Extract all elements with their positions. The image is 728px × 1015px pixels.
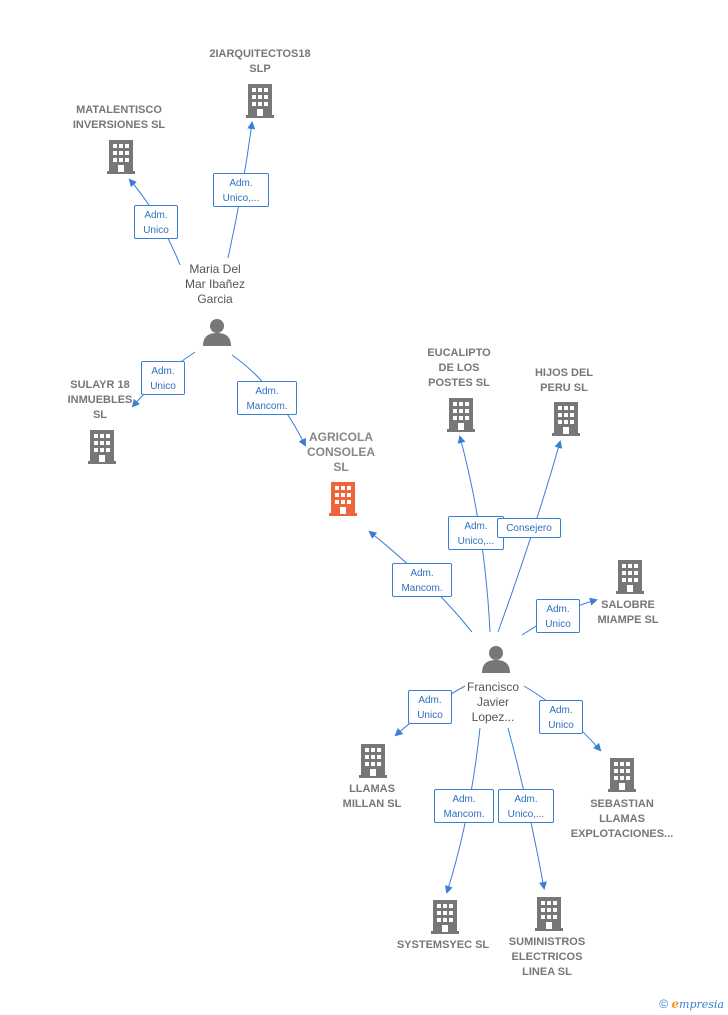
relation-badge[interactable]: Adm. Unico: [134, 205, 178, 239]
relation-badge[interactable]: Adm. Unico: [539, 700, 583, 734]
building-icon[interactable]: [616, 560, 644, 594]
company-label-systemsyec[interactable]: SYSTEMSYEC SL: [396, 939, 490, 951]
relation-badge[interactable]: Adm. Mancom.: [237, 381, 297, 415]
relation-badge[interactable]: Adm. Unico: [141, 361, 185, 395]
relation-badge[interactable]: Consejero: [497, 518, 561, 538]
relation-badge[interactable]: Adm. Unico,...: [213, 173, 269, 207]
building-icon[interactable]: [246, 84, 274, 118]
building-icon[interactable]: [608, 758, 636, 792]
brand-initial: e: [671, 997, 680, 1011]
relation-badge[interactable]: Adm. Unico: [408, 690, 452, 724]
company-label-llamas[interactable]: LLAMAS MILLAN SL: [342, 783, 402, 810]
building-icon[interactable]: [447, 398, 475, 432]
person-label-francisco[interactable]: Francisco Javier Lopez...: [466, 680, 519, 724]
building-icon[interactable]: [88, 430, 116, 464]
building-icon[interactable]: [535, 897, 563, 931]
brand-name: mpresia: [679, 998, 724, 1011]
building-icon[interactable]: [431, 900, 459, 934]
person-label-maria[interactable]: Maria Del Mar Ibañez Garcia: [184, 262, 246, 306]
relation-badge[interactable]: Adm. Mancom.: [392, 563, 452, 597]
building-icon[interactable]: [359, 744, 387, 778]
building-icon[interactable]: [552, 402, 580, 436]
relation-badge[interactable]: Adm. Unico,...: [498, 789, 554, 823]
relation-badge[interactable]: Adm. Unico: [536, 599, 580, 633]
footer-brand: © empresia: [659, 997, 724, 1011]
company-label-eucalipto[interactable]: EUCALIPTO DE LOS POSTES SL: [427, 347, 491, 389]
company-label-matalentisco[interactable]: MATALENTISCO INVERSIONES SL: [72, 104, 166, 131]
company-label-hijos[interactable]: HIJOS DEL PERU SL: [534, 367, 594, 394]
company-label-suministros[interactable]: SUMINISTROS ELECTRICOS LINEA SL: [508, 936, 586, 978]
company-label-2iarquitectos[interactable]: 2IARQUITECTOS18 SLP: [209, 48, 311, 75]
person-icon[interactable]: [203, 319, 231, 346]
relation-badge[interactable]: Adm. Unico,...: [448, 516, 504, 550]
relation-badge[interactable]: Adm. Mancom.: [434, 789, 494, 823]
company-label-sulayr[interactable]: SULAYR 18 INMUEBLES SL: [67, 379, 133, 421]
company-label-agricola[interactable]: AGRICOLA CONSOLEA SL: [306, 430, 375, 474]
person-icon[interactable]: [482, 646, 510, 673]
building-icon-focus[interactable]: [329, 482, 357, 516]
copyright-symbol: ©: [659, 997, 669, 1011]
company-label-salobre[interactable]: SALOBRE MIAMPE SL: [597, 599, 659, 626]
building-icon[interactable]: [107, 140, 135, 174]
company-label-sebastian[interactable]: SEBASTIAN LLAMAS EXPLOTACIONES...: [570, 798, 674, 840]
